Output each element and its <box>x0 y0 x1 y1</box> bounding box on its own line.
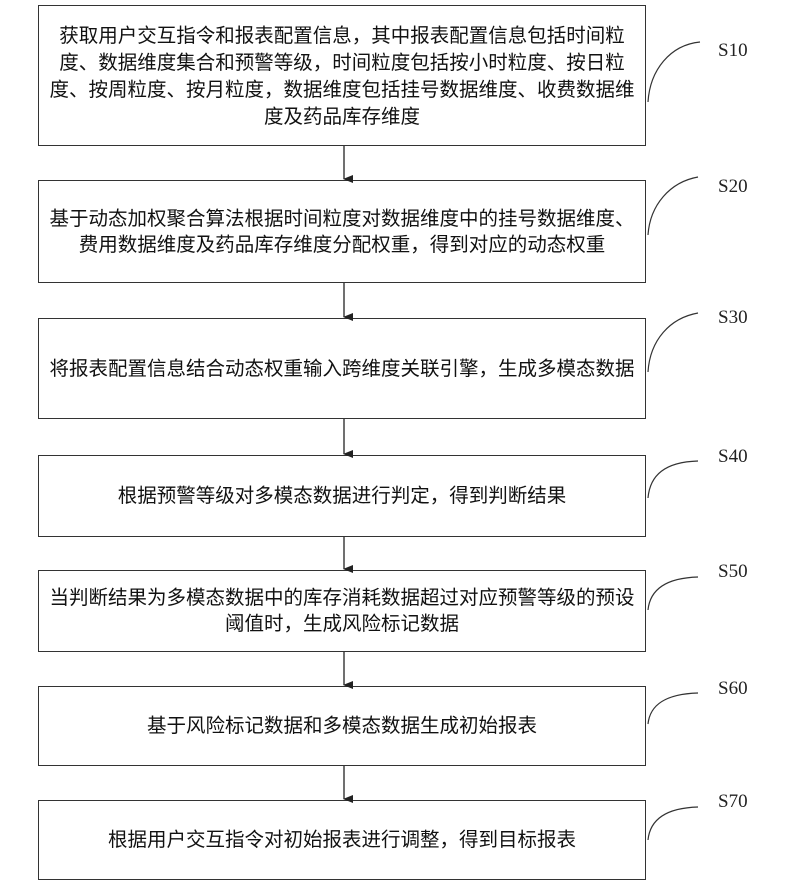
leader-s60 <box>647 692 699 725</box>
leader-s70 <box>647 806 699 841</box>
leader-s20 <box>647 176 699 236</box>
step-text-s50: 当判断结果为多模态数据中的库存消耗数据超过对应预警等级的预设阈值时，生成风险标记… <box>49 586 635 635</box>
step-text-s70: 根据用户交互指令对初始报表进行调整，得到目标报表 <box>107 828 576 851</box>
step-label-s50: S50 <box>718 561 748 582</box>
step-label-s70: S70 <box>718 791 748 812</box>
step-text-s10: 获取用户交互指令和报表配置信息，其中报表配置信息包括时间粒度、数据维度集合和预警… <box>49 23 635 128</box>
step-box-s60: 基于风险标记数据和多模态数据生成初始报表 <box>38 686 646 766</box>
step-label-s30: S30 <box>718 307 748 328</box>
step-box-s20: 基于动态加权聚合算法根据时间粒度对数据维度中的挂号数据维度、费用数据维度及药品库… <box>38 180 646 283</box>
step-box-s30: 将报表配置信息结合动态权重输入跨维度关联引擎，生成多模态数据 <box>38 318 646 419</box>
step-box-s10: 获取用户交互指令和报表配置信息，其中报表配置信息包括时间粒度、数据维度集合和预警… <box>38 5 646 146</box>
step-text-s60: 基于风险标记数据和多模态数据生成初始报表 <box>146 714 537 737</box>
leader-s40 <box>647 460 699 499</box>
step-box-s40: 根据预警等级对多模态数据进行判定，得到判断结果 <box>38 455 646 537</box>
step-box-s70: 根据用户交互指令对初始报表进行调整，得到目标报表 <box>38 800 646 880</box>
leader-s30 <box>647 312 699 373</box>
step-box-s50: 当判断结果为多模态数据中的库存消耗数据超过对应预警等级的预设阈值时，生成风险标记… <box>38 570 646 652</box>
leader-s50 <box>647 576 699 611</box>
step-text-s20: 基于动态加权聚合算法根据时间粒度对数据维度中的挂号数据维度、费用数据维度及药品库… <box>49 206 635 256</box>
step-label-s60: S60 <box>718 678 748 699</box>
step-label-s20: S20 <box>718 176 748 197</box>
step-text-s40: 根据预警等级对多模态数据进行判定，得到判断结果 <box>117 484 567 507</box>
step-text-s30: 将报表配置信息结合动态权重输入跨维度关联引擎，生成多模态数据 <box>49 356 635 380</box>
step-label-s10: S10 <box>718 40 748 61</box>
leader-s10 <box>647 41 701 103</box>
step-label-s40: S40 <box>718 446 748 467</box>
